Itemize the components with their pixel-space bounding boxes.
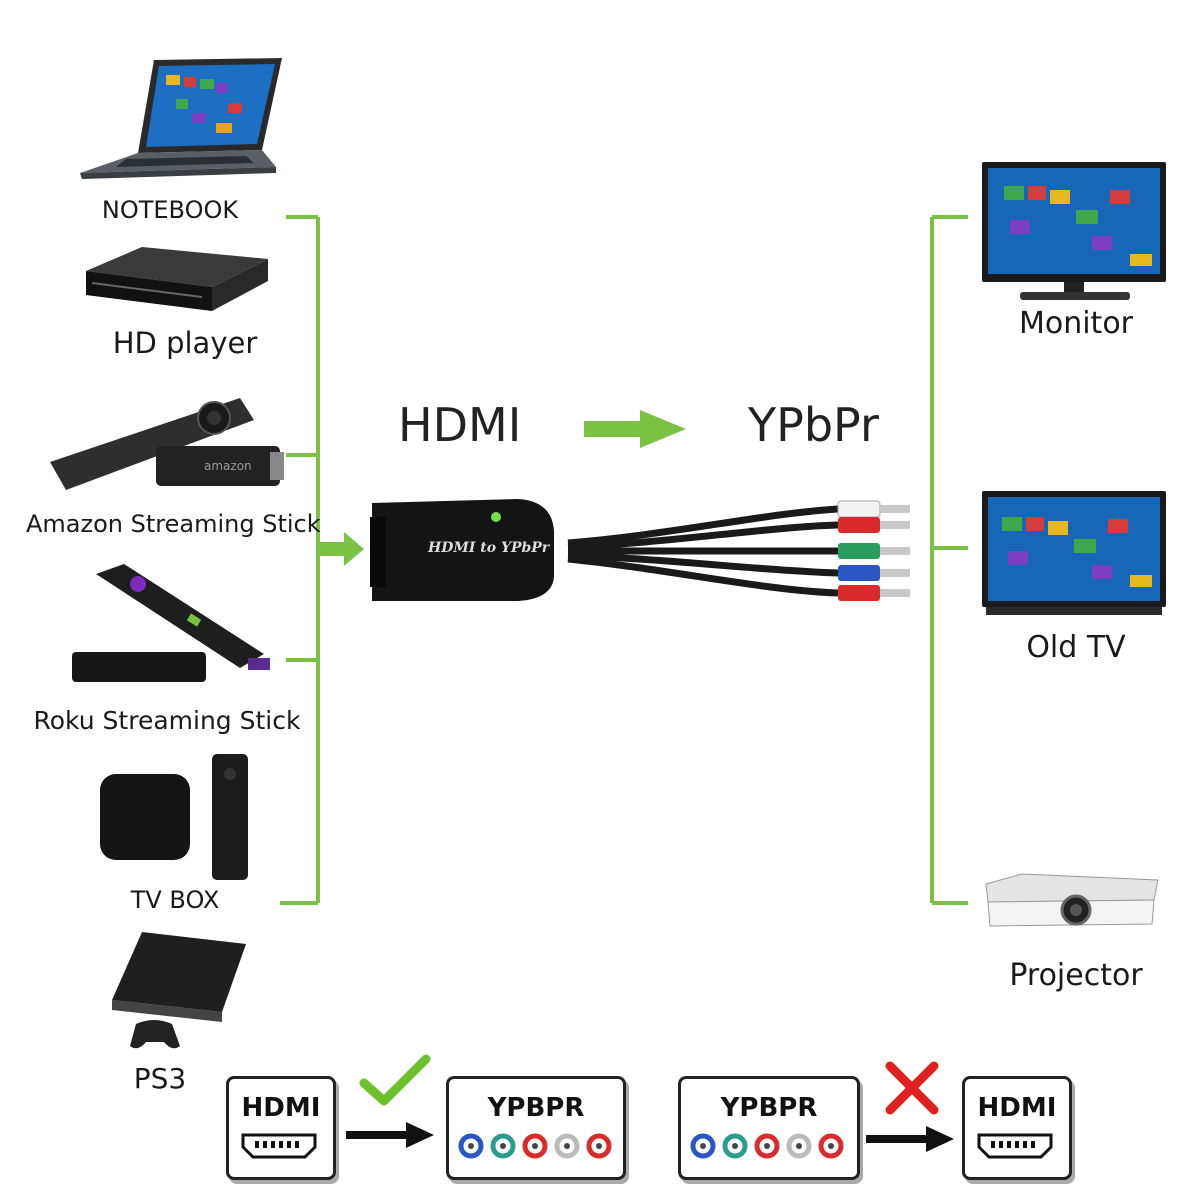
output-label-monitor: Monitor xyxy=(1018,306,1134,341)
source-label-ps3: PS3 xyxy=(133,1062,187,1095)
legend-arrow-ok xyxy=(346,1122,434,1148)
hdmi-box-label: HDMI xyxy=(241,1093,321,1123)
flow-from-label: HDMI xyxy=(398,398,522,452)
projector-icon xyxy=(985,873,1159,927)
flow-arrow xyxy=(584,410,686,448)
source-label-notebook: NOTEBOOK xyxy=(101,196,239,224)
legend-hdmi-source-box: HDMI xyxy=(226,1076,336,1180)
media-player-icon xyxy=(86,247,268,311)
ypbpr-box-label: YPBPR xyxy=(487,1093,585,1123)
fire-stick-icon: amazon xyxy=(50,398,284,490)
rca-jacks-icon xyxy=(690,1133,844,1159)
converter-device xyxy=(370,499,910,601)
source-label-tv-box: TV BOX xyxy=(130,886,220,914)
source-label-amazon-stick: Amazon Streaming Stick xyxy=(26,510,321,538)
monitor-icon xyxy=(982,162,1166,300)
input-arrow xyxy=(320,532,364,566)
converter-label: HDMI to YPbPr xyxy=(428,540,550,556)
legend-ypbpr-source-box: YPBPR xyxy=(678,1076,860,1180)
rca-jacks-icon xyxy=(458,1133,612,1159)
laptop-icon xyxy=(80,58,282,179)
hdmi-port-icon xyxy=(977,1133,1053,1159)
hdmi-box-label-2: HDMI xyxy=(977,1093,1057,1123)
output-label-projector: Projector xyxy=(1009,958,1143,993)
flow-to-label: YPbPr xyxy=(748,398,879,452)
legend-hdmi-target-box: HDMI xyxy=(962,1076,1072,1180)
svg-text:amazon: amazon xyxy=(204,459,252,473)
ps3-icon xyxy=(112,932,246,1049)
tv-icon xyxy=(982,491,1166,615)
legend-ypbpr-target-box: YPBPR xyxy=(446,1076,626,1180)
check-icon xyxy=(359,1054,431,1106)
source-label-hd-player: HD player xyxy=(112,326,258,360)
tv-box-icon xyxy=(100,754,248,880)
cross-icon xyxy=(885,1061,939,1115)
roku-stick-icon xyxy=(72,564,270,682)
hdmi-port-icon xyxy=(241,1133,317,1159)
output-label-old-tv: Old TV xyxy=(1026,630,1126,665)
legend-arrow-bad xyxy=(866,1126,954,1152)
ypbpr-box-label-2: YPBPR xyxy=(720,1093,818,1123)
source-label-roku-stick: Roku Streaming Stick xyxy=(33,706,301,735)
